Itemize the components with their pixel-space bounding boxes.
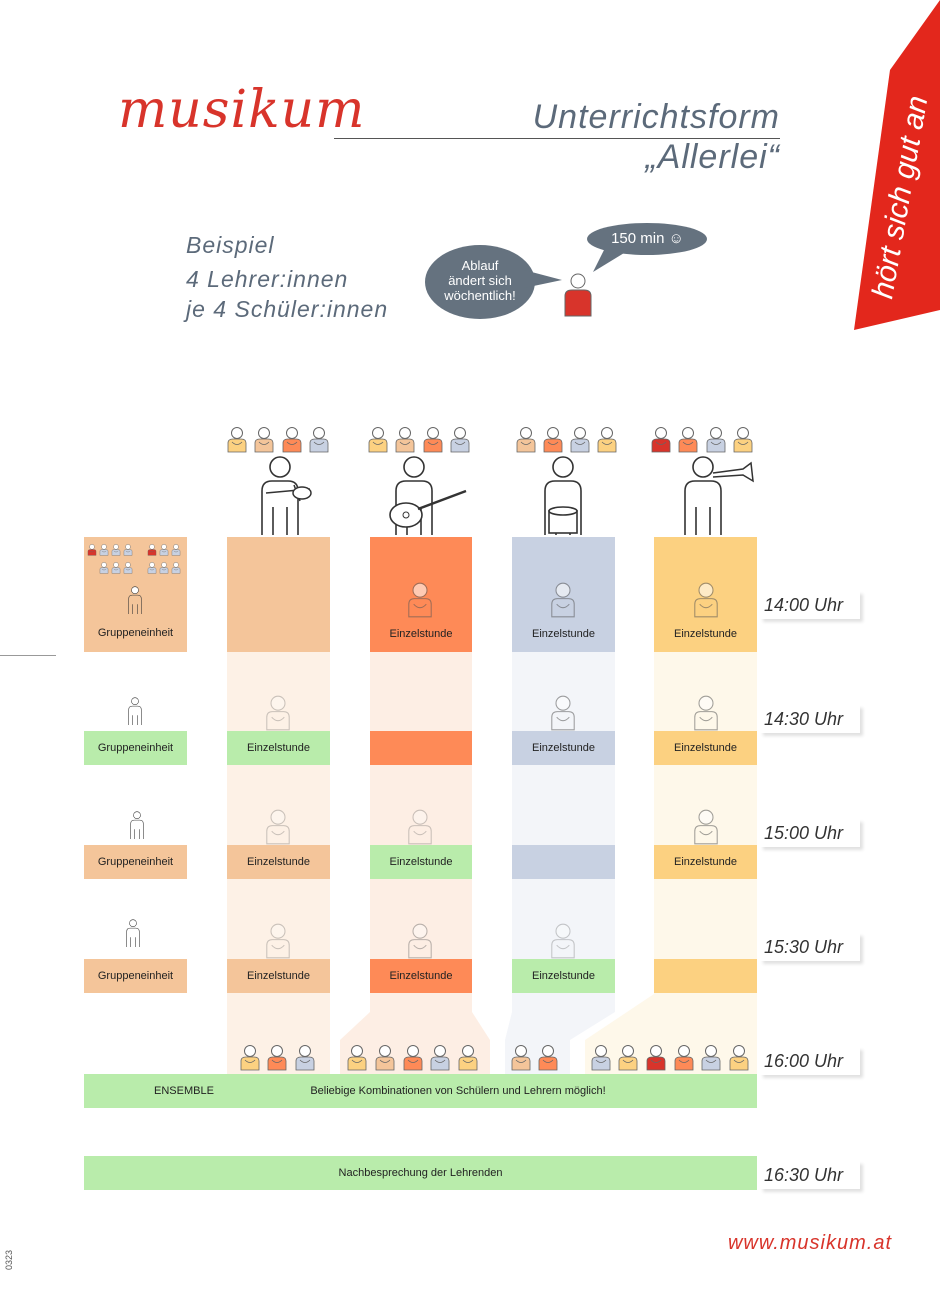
guitar-cell-3	[370, 845, 472, 879]
example-students: je 4 Schüler:innen	[186, 296, 389, 322]
group-label-2: Gruppeneinheit	[97, 742, 174, 754]
students-drum	[516, 427, 617, 453]
trumpet-teacher-icon	[684, 456, 754, 536]
trumpet-cell-4	[654, 959, 757, 993]
time-1400: 14:00 Uhr	[760, 591, 860, 619]
violin-cell-1	[227, 537, 330, 652]
group-cell-2	[84, 731, 187, 765]
page-subtitle: „Allerlei“	[645, 138, 780, 176]
title-divider	[334, 138, 780, 139]
students-trumpet	[651, 427, 753, 453]
violin-cell-2	[227, 731, 330, 765]
group-cell-4	[84, 959, 187, 993]
time-1500: 15:00 Uhr	[760, 819, 860, 847]
guitar-label-3: Einzelstunde	[389, 856, 453, 868]
trumpet-cell-3	[654, 845, 757, 879]
drum-label-2: Einzelstunde	[532, 742, 595, 754]
group-guitar-icon	[128, 697, 142, 726]
ensemble-text: Beliebige Kombinationen von Schülern und…	[310, 1085, 606, 1097]
violin-cell-4	[227, 959, 330, 993]
guitar-teacher-icon	[389, 456, 467, 536]
violin-teacher-icon	[261, 456, 312, 536]
drum-cell-2	[512, 731, 615, 765]
trumpet-cell-2	[654, 731, 757, 765]
page-title: Unterrichtsform	[532, 98, 780, 136]
speech-bubble-right: 150 min ☺	[585, 222, 710, 274]
time-1530: 15:30 Uhr	[760, 933, 860, 961]
doc-code: 0323	[4, 1249, 14, 1270]
guitar-cell-4	[370, 959, 472, 993]
example-teachers: 4 Lehrer:innen	[186, 266, 349, 292]
group-trumpet-icon	[126, 919, 140, 948]
drum-label-4: Einzelstunde	[532, 970, 595, 982]
group-label-4: Gruppeneinheit	[97, 970, 174, 982]
musikum-logo: musikum	[118, 80, 366, 140]
website-link[interactable]: www.musikum.at	[727, 1232, 892, 1254]
drum-teacher-icon	[544, 456, 582, 536]
violin-cell-3	[227, 845, 330, 879]
example-label: Beispiel	[186, 232, 275, 258]
trumpet-label-1: Einzelstunde	[674, 628, 737, 640]
page-divider-left	[0, 655, 56, 656]
students-guitar	[368, 427, 470, 453]
debrief-bar	[84, 1156, 757, 1190]
group-cell-1	[84, 537, 187, 652]
speech-bubble-left: Ablauf ändert sich wöchentlich!	[424, 244, 564, 320]
speaker-teacher-icon	[564, 273, 592, 317]
guitar-cell-2	[370, 731, 472, 765]
trumpet-label-3: Einzelstunde	[674, 856, 737, 868]
ensemble-label: ENSEMBLE	[154, 1085, 214, 1097]
group-label-3: Gruppeneinheit	[97, 856, 174, 868]
students-violin	[227, 427, 329, 453]
time-1430: 14:30 Uhr	[760, 705, 860, 733]
group-drum-icon	[130, 811, 144, 840]
ensemble-bar	[84, 1074, 757, 1108]
violin-label-2: Einzelstunde	[247, 742, 310, 754]
trumpet-label-2: Einzelstunde	[674, 742, 737, 754]
group-label-1: Gruppeneinheit	[97, 627, 174, 639]
drum-cell-3	[512, 845, 615, 879]
bubble-left-text: Ablauf ändert sich wöchentlich!	[444, 258, 516, 303]
guitar-label-4: Einzelstunde	[389, 970, 453, 982]
group-cell-3	[84, 845, 187, 879]
violin-label-4: Einzelstunde	[247, 970, 310, 982]
time-1630: 16:30 Uhr	[760, 1161, 860, 1189]
debrief-text: Nachbesprechung der Lehrenden	[338, 1167, 503, 1179]
guitar-label-1: Einzelstunde	[389, 628, 453, 640]
bubble-right-text: 150 min ☺	[611, 230, 684, 247]
violin-label-3: Einzelstunde	[247, 856, 310, 868]
drum-label-1: Einzelstunde	[532, 628, 595, 640]
ribbon-banner: hört sich gut an	[850, 0, 940, 335]
drum-cell-4	[512, 959, 615, 993]
time-1600: 16:00 Uhr	[760, 1047, 860, 1075]
